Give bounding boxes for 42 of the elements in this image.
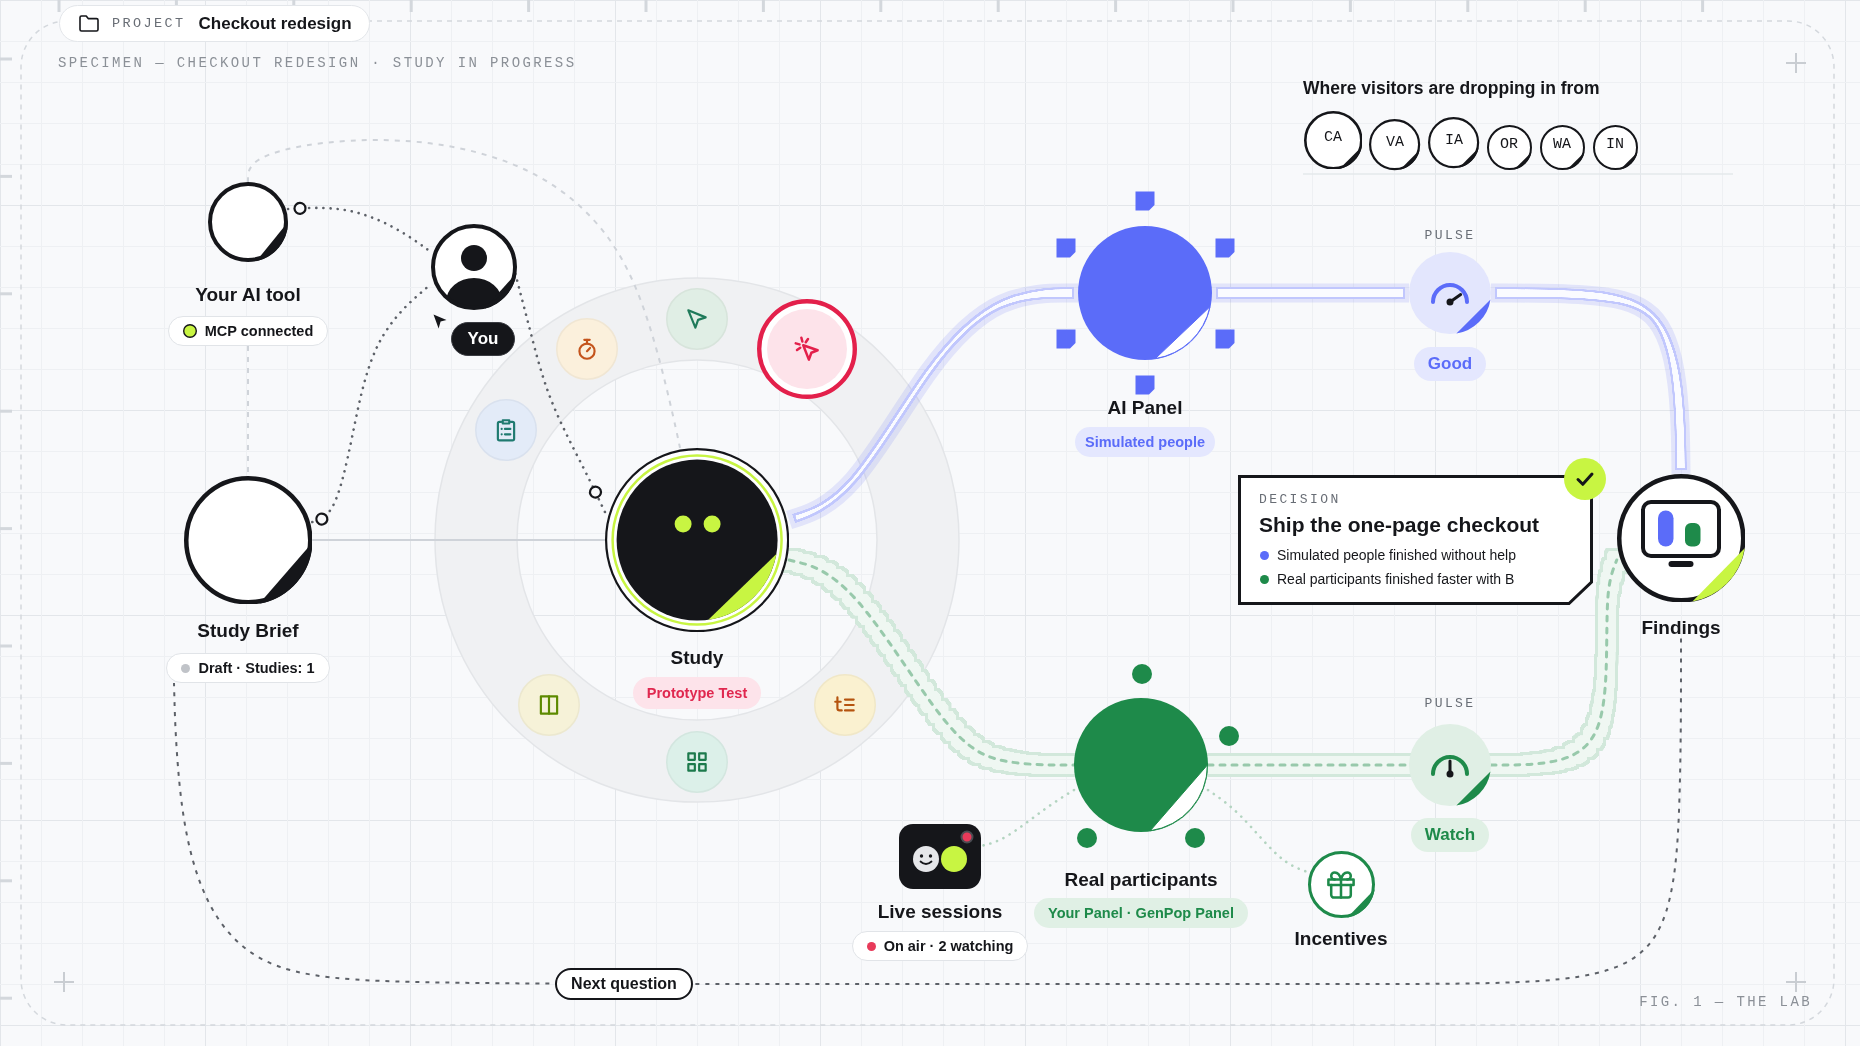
state-code: IN (1606, 136, 1624, 154)
node-label: Your AI tool (195, 282, 301, 306)
dotted-connector (515, 278, 607, 514)
status-text: Draft · Studies: 1 (198, 659, 315, 677)
tag-pill: Simulated people (1074, 427, 1216, 457)
header-subtitle: SPECIMEN — CHECKOUT REDESIGN · STUDY IN PROGRESS (58, 54, 577, 72)
node-label: AI Panel (1107, 395, 1183, 419)
caption-label: PULSE (1424, 696, 1476, 712)
state-code: IA (1444, 132, 1463, 150)
state-code: OR (1500, 136, 1518, 154)
state-code: VA (1385, 134, 1404, 152)
tag-pill: Prototype Test (632, 677, 762, 709)
figure-label: FIG. 1 — THE LAB (1639, 993, 1812, 1011)
project-pill (59, 5, 370, 42)
connector-line (311, 539, 606, 541)
state-code: CA (1323, 129, 1342, 147)
node-label: Incentives (1294, 926, 1388, 950)
node-label: Findings (1641, 615, 1721, 639)
rail-connector (1491, 283, 1691, 474)
node-label: Study Brief (197, 618, 299, 642)
edge-label: Next question (555, 968, 693, 1000)
dashed-connector (247, 139, 681, 449)
node-label: Live sessions (877, 899, 1003, 923)
caption-label: PULSE (1424, 228, 1476, 244)
card-title: Ship the one-page checkout (1259, 511, 1540, 537)
dashed-connector (173, 637, 1682, 985)
tag-pill: Watch (1410, 818, 1490, 852)
dotted-connector (1206, 788, 1309, 874)
tag-pill: Your Panel · GenPop Panel (1034, 898, 1248, 928)
card-eyebrow: DECISION (1259, 492, 1341, 508)
node-label: Real participants (1064, 867, 1218, 891)
rail-connector (787, 558, 1076, 767)
node-label: Study (670, 645, 724, 669)
bullet-text: Simulated people finished without help (1277, 546, 1516, 564)
project-title: Checkout redesign (198, 13, 352, 34)
state-code: WA (1553, 136, 1571, 154)
status-text: On air · 2 watching (883, 937, 1014, 955)
rail-connector (1212, 283, 1409, 303)
eyebrow-label: PROJECT (112, 15, 186, 32)
bullet-text: Real participants finished faster with B (1277, 570, 1515, 588)
status-text: MCP connected (204, 322, 314, 340)
section-heading: Where visitors are dropping in from (1303, 77, 1600, 99)
